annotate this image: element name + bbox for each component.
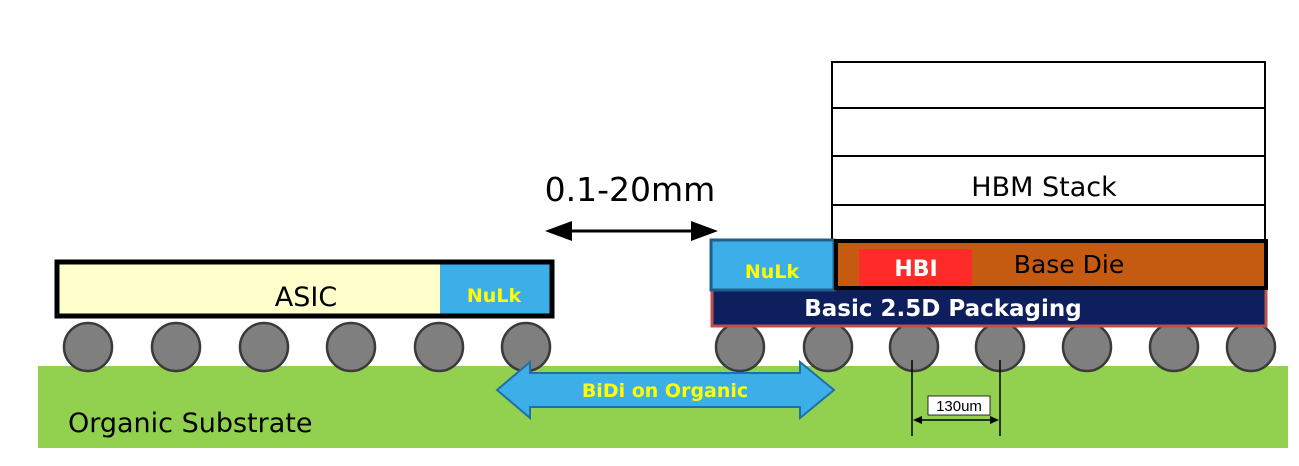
hbm-stack: HBM Stack bbox=[831, 61, 1266, 241]
solder-bump bbox=[802, 321, 854, 373]
solder-bump bbox=[888, 321, 940, 373]
nulk-block-right bbox=[709, 238, 836, 292]
distance-label: 0.1-20mm bbox=[545, 170, 716, 209]
solder-bumps bbox=[62, 321, 1277, 373]
asic-chip: ASIC NuLk bbox=[54, 259, 555, 319]
pitch-label: 130um bbox=[936, 398, 982, 415]
solder-bump bbox=[500, 321, 552, 373]
hbi-label: HBI bbox=[894, 257, 937, 282]
solder-bump bbox=[1148, 321, 1200, 373]
solder-bump bbox=[238, 321, 290, 373]
nulk-label-right: NuLk bbox=[745, 261, 800, 283]
solder-bump bbox=[1061, 321, 1113, 373]
asic-label: ASIC bbox=[275, 282, 337, 313]
solder-bump bbox=[714, 321, 766, 373]
solder-bump bbox=[413, 321, 465, 373]
solder-bump bbox=[62, 321, 114, 373]
hbm-stack-label: HBM Stack bbox=[971, 172, 1117, 203]
bidi-arrow: BiDi on Organic bbox=[495, 359, 836, 421]
solder-bump bbox=[325, 321, 377, 373]
distance-arrow: 0.1-20mm bbox=[545, 170, 718, 241]
pitch-dimension: 130um bbox=[911, 360, 1001, 436]
nulk-label-left: NuLk bbox=[467, 285, 522, 307]
packaging-label: Basic 2.5D Packaging bbox=[804, 296, 1082, 322]
organic-substrate-label: Organic Substrate bbox=[68, 408, 313, 439]
bidi-label: BiDi on Organic bbox=[582, 380, 748, 402]
base-die-label: Base Die bbox=[1014, 250, 1124, 279]
nulk-block-left bbox=[440, 264, 550, 314]
solder-bump bbox=[150, 321, 202, 373]
hbi-block bbox=[859, 249, 972, 286]
solder-bump bbox=[1225, 321, 1277, 373]
